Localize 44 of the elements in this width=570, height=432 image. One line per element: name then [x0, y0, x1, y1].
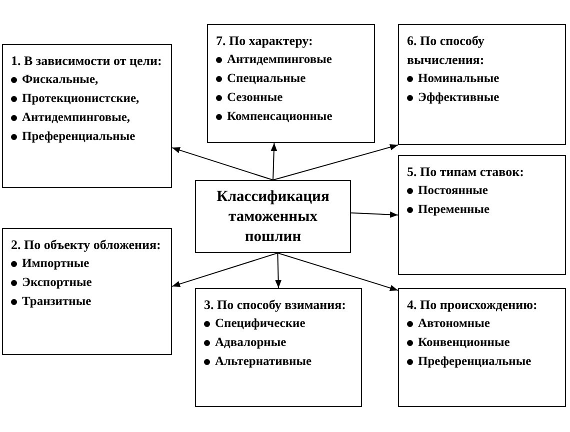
bullet-item: Альтернативные	[204, 352, 312, 371]
category-heading: 2. По объекту обложения:	[11, 236, 162, 254]
bullet-item: Адвалорные	[204, 333, 286, 352]
arrow	[275, 252, 282, 288]
bullet-item: Сезонные	[216, 88, 283, 107]
arrow	[172, 252, 278, 288]
bullet-item: Автономные	[407, 314, 490, 333]
bullet-item: Антидемпинговые,	[11, 108, 130, 127]
bullet-item: Экспортные	[11, 273, 92, 292]
category-heading: 6. По способу вычисления:	[407, 32, 486, 69]
arrow	[270, 142, 278, 180]
bullet-item: Преференциальные	[407, 352, 532, 371]
bullet-item: Эффективные	[407, 88, 500, 107]
arrow	[272, 144, 398, 180]
bullet-item: Антидемпинговые	[216, 50, 332, 69]
category-heading: 3. По способу взимания:	[204, 296, 347, 314]
category-box	[195, 288, 362, 407]
bullet-item: Протекционистские,	[11, 89, 140, 108]
node-label: Классификация таможенных пошлин	[216, 186, 330, 246]
bullet-item: Переменные	[407, 200, 490, 219]
category-heading: 4. По происхождению:	[407, 296, 538, 314]
category-heading: 1. В зависимости от цели:	[11, 52, 163, 70]
arrow	[277, 252, 398, 292]
title-box	[195, 180, 351, 253]
arrow	[172, 147, 274, 180]
category-box	[398, 24, 566, 145]
bullet-item: Преференциальные	[11, 127, 136, 146]
category-box	[2, 44, 172, 188]
bullet-item: Компенсационные	[216, 107, 332, 126]
arrow	[350, 211, 398, 218]
category-box	[398, 155, 566, 275]
category-box	[207, 24, 375, 143]
category-heading: 7. По характеру:	[216, 32, 314, 50]
category-box	[2, 228, 172, 355]
bullet-item: Конвенционные	[407, 333, 510, 352]
bullet-item: Специальные	[216, 69, 306, 88]
bullet-item: Импортные	[11, 254, 90, 273]
category-heading: 5. По типам ставок:	[407, 163, 525, 181]
bullet-item: Специфические	[204, 314, 306, 333]
category-box	[398, 288, 566, 407]
bullet-item: Постоянные	[407, 181, 488, 200]
bullet-item: Номинальные	[407, 69, 500, 88]
bullet-item: Транзитные	[11, 292, 92, 311]
bullet-item: Фискальные,	[11, 70, 98, 89]
